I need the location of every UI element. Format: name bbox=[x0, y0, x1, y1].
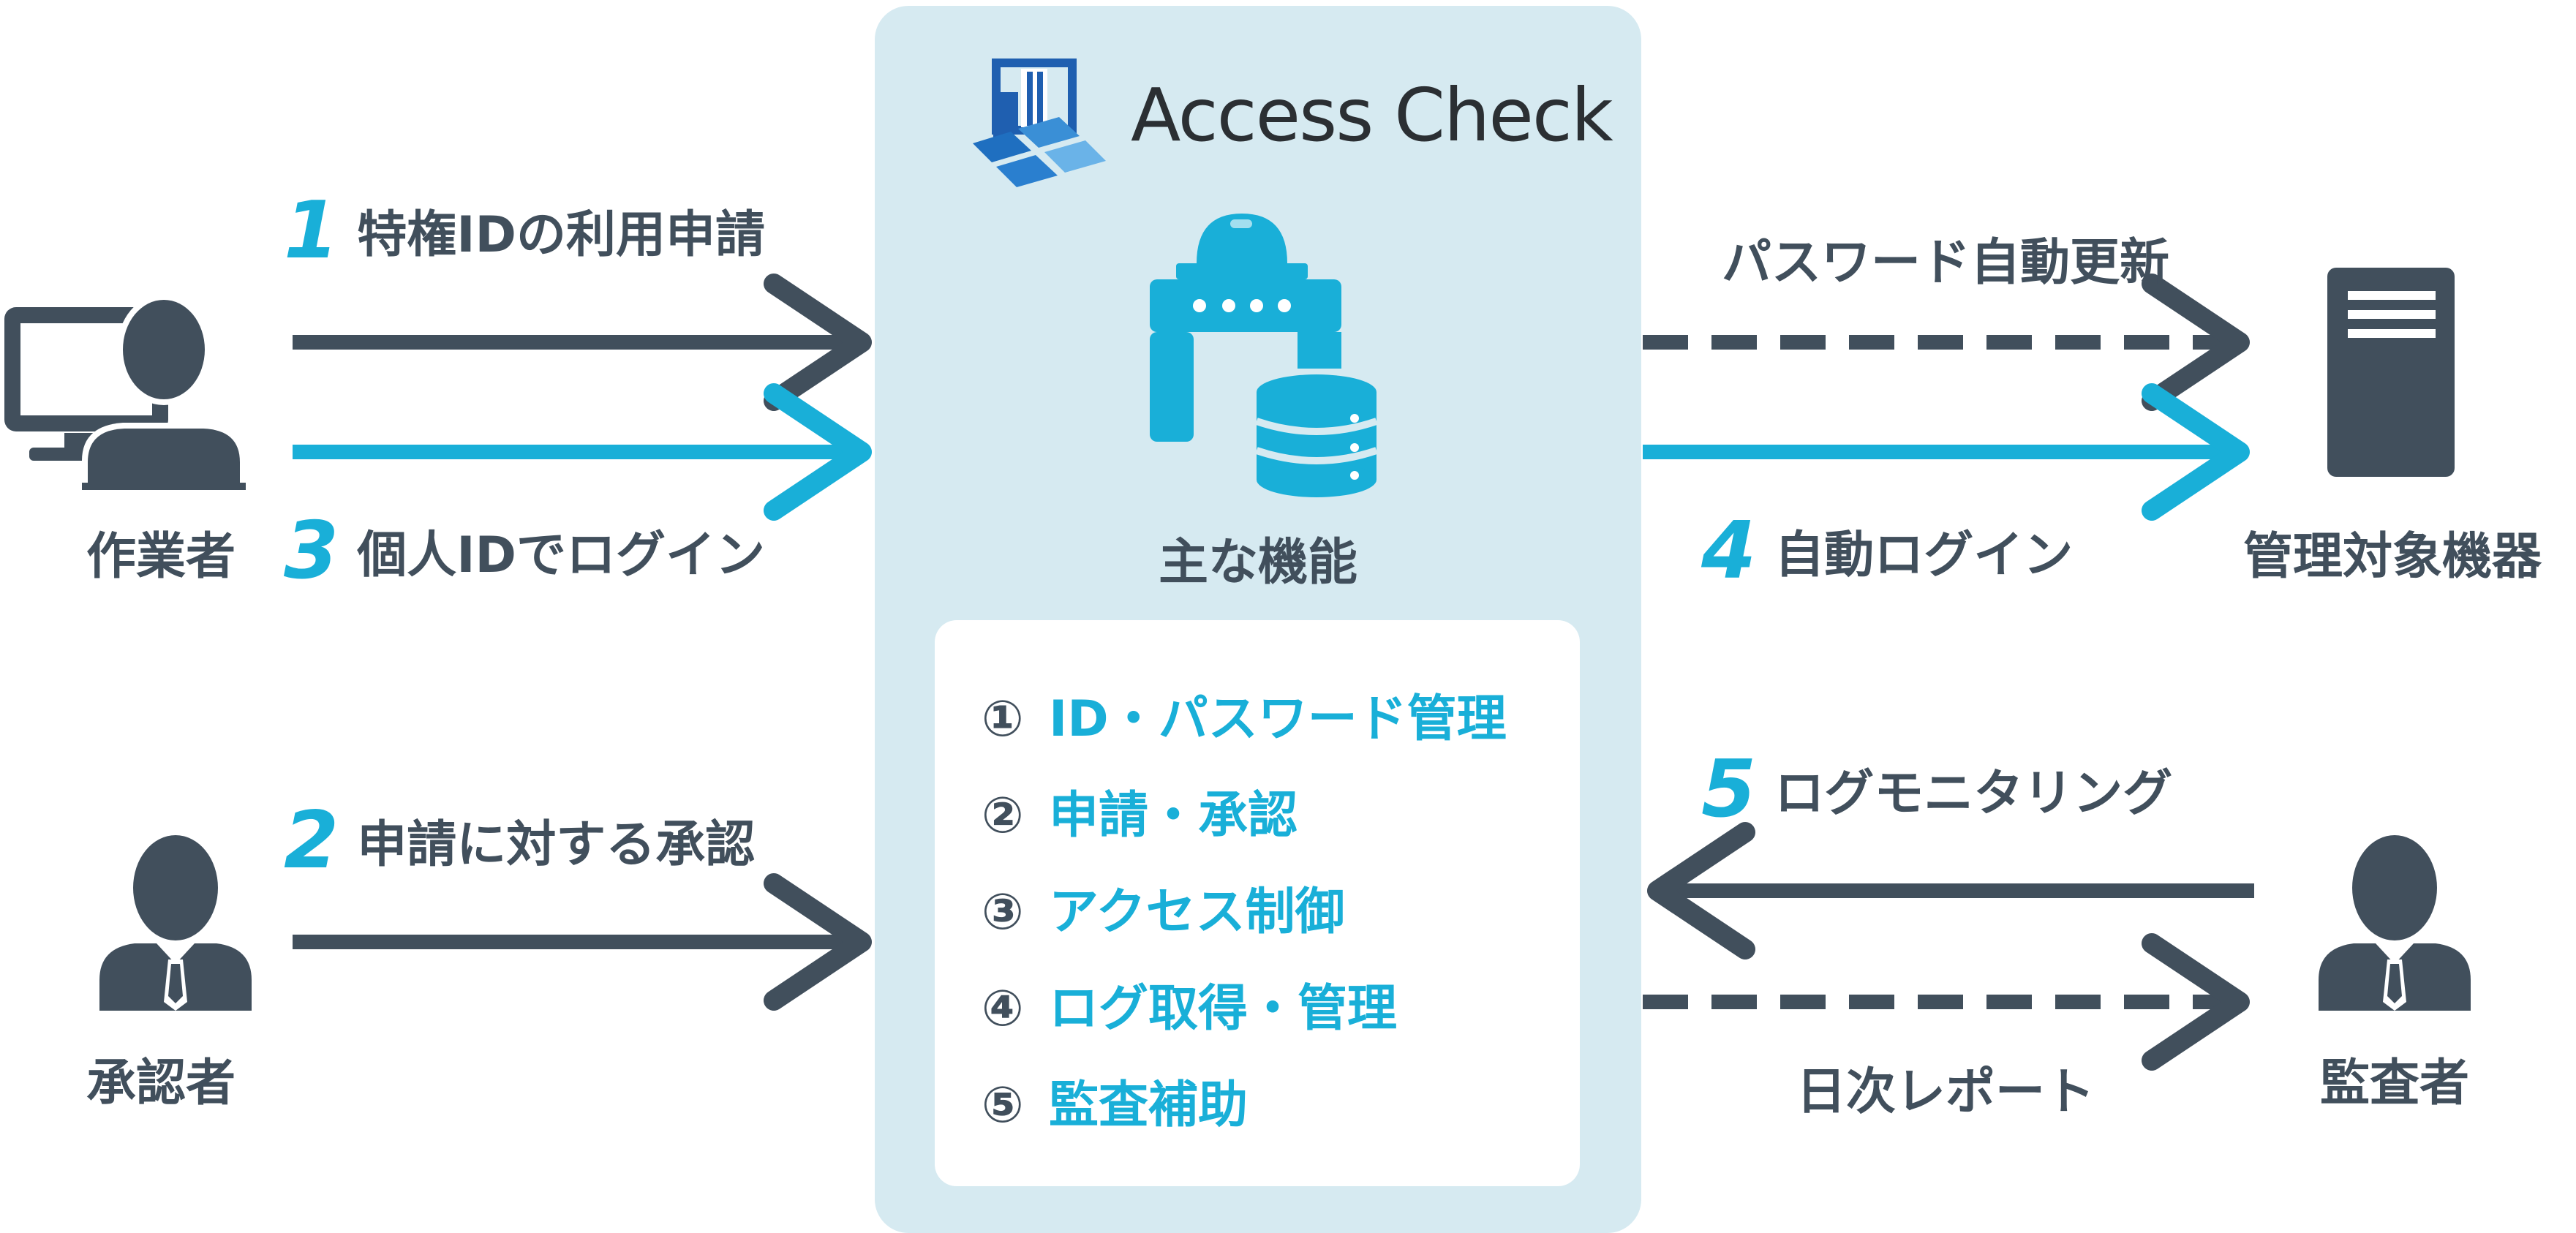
step-number: 3 bbox=[284, 505, 339, 597]
password-update-label: パスワード自動更新 bbox=[1721, 234, 2169, 292]
approver-label: 承認者 bbox=[86, 1055, 236, 1112]
step-number: 4 bbox=[1701, 505, 1757, 597]
auditor-icon bbox=[2319, 835, 2471, 1011]
functions-box bbox=[935, 620, 1580, 1186]
worker-icon bbox=[4, 294, 246, 490]
step-text: 個人IDでログイン bbox=[357, 527, 765, 584]
step-text: 自動ログイン bbox=[1774, 527, 2074, 584]
step-number: 2 bbox=[284, 795, 339, 886]
step3-label: 3 個人IDでログイン bbox=[284, 512, 765, 591]
function-number: ① bbox=[982, 690, 1024, 748]
function-number: ③ bbox=[982, 883, 1024, 941]
target-device-label: 管理対象機器 bbox=[2242, 528, 2542, 586]
daily-report-label: 日次レポート bbox=[1796, 1063, 2095, 1121]
step1-label: 1 特権IDの利用申請 bbox=[284, 192, 765, 271]
brand-name: Access Check bbox=[1131, 72, 1613, 158]
function-text: 申請・承認 bbox=[1049, 787, 1298, 845]
function-text: ID・パスワード管理 bbox=[1049, 690, 1507, 748]
step4-label: 4 自動ログイン bbox=[1701, 512, 2073, 591]
access-check-logo-icon bbox=[973, 59, 1106, 187]
step-text: 申請に対する承認 bbox=[357, 816, 756, 874]
approver-icon bbox=[99, 835, 252, 1011]
function-text: ログ取得・管理 bbox=[1049, 980, 1398, 1038]
step-number: 5 bbox=[1701, 744, 1757, 835]
step5-label: 5 ログモニタリング bbox=[1701, 750, 2172, 829]
step-text: 特権IDの利用申請 bbox=[357, 206, 765, 264]
step-number: 1 bbox=[284, 185, 339, 276]
function-number: ⑤ bbox=[982, 1076, 1024, 1134]
worker-label: 作業者 bbox=[86, 528, 236, 586]
gate-database-icon bbox=[1150, 214, 1378, 497]
function-number: ④ bbox=[982, 980, 1024, 1038]
step2-label: 2 申請に対する承認 bbox=[284, 802, 755, 881]
auditor-label: 監査者 bbox=[2319, 1055, 2469, 1112]
server-icon bbox=[2327, 268, 2455, 477]
function-number: ② bbox=[982, 787, 1024, 845]
function-text: アクセス制御 bbox=[1049, 883, 1345, 941]
function-text: 監査補助 bbox=[1049, 1076, 1249, 1134]
main-functions-label: 主な機能 bbox=[1158, 534, 1357, 592]
step-text: ログモニタリング bbox=[1774, 765, 2173, 823]
